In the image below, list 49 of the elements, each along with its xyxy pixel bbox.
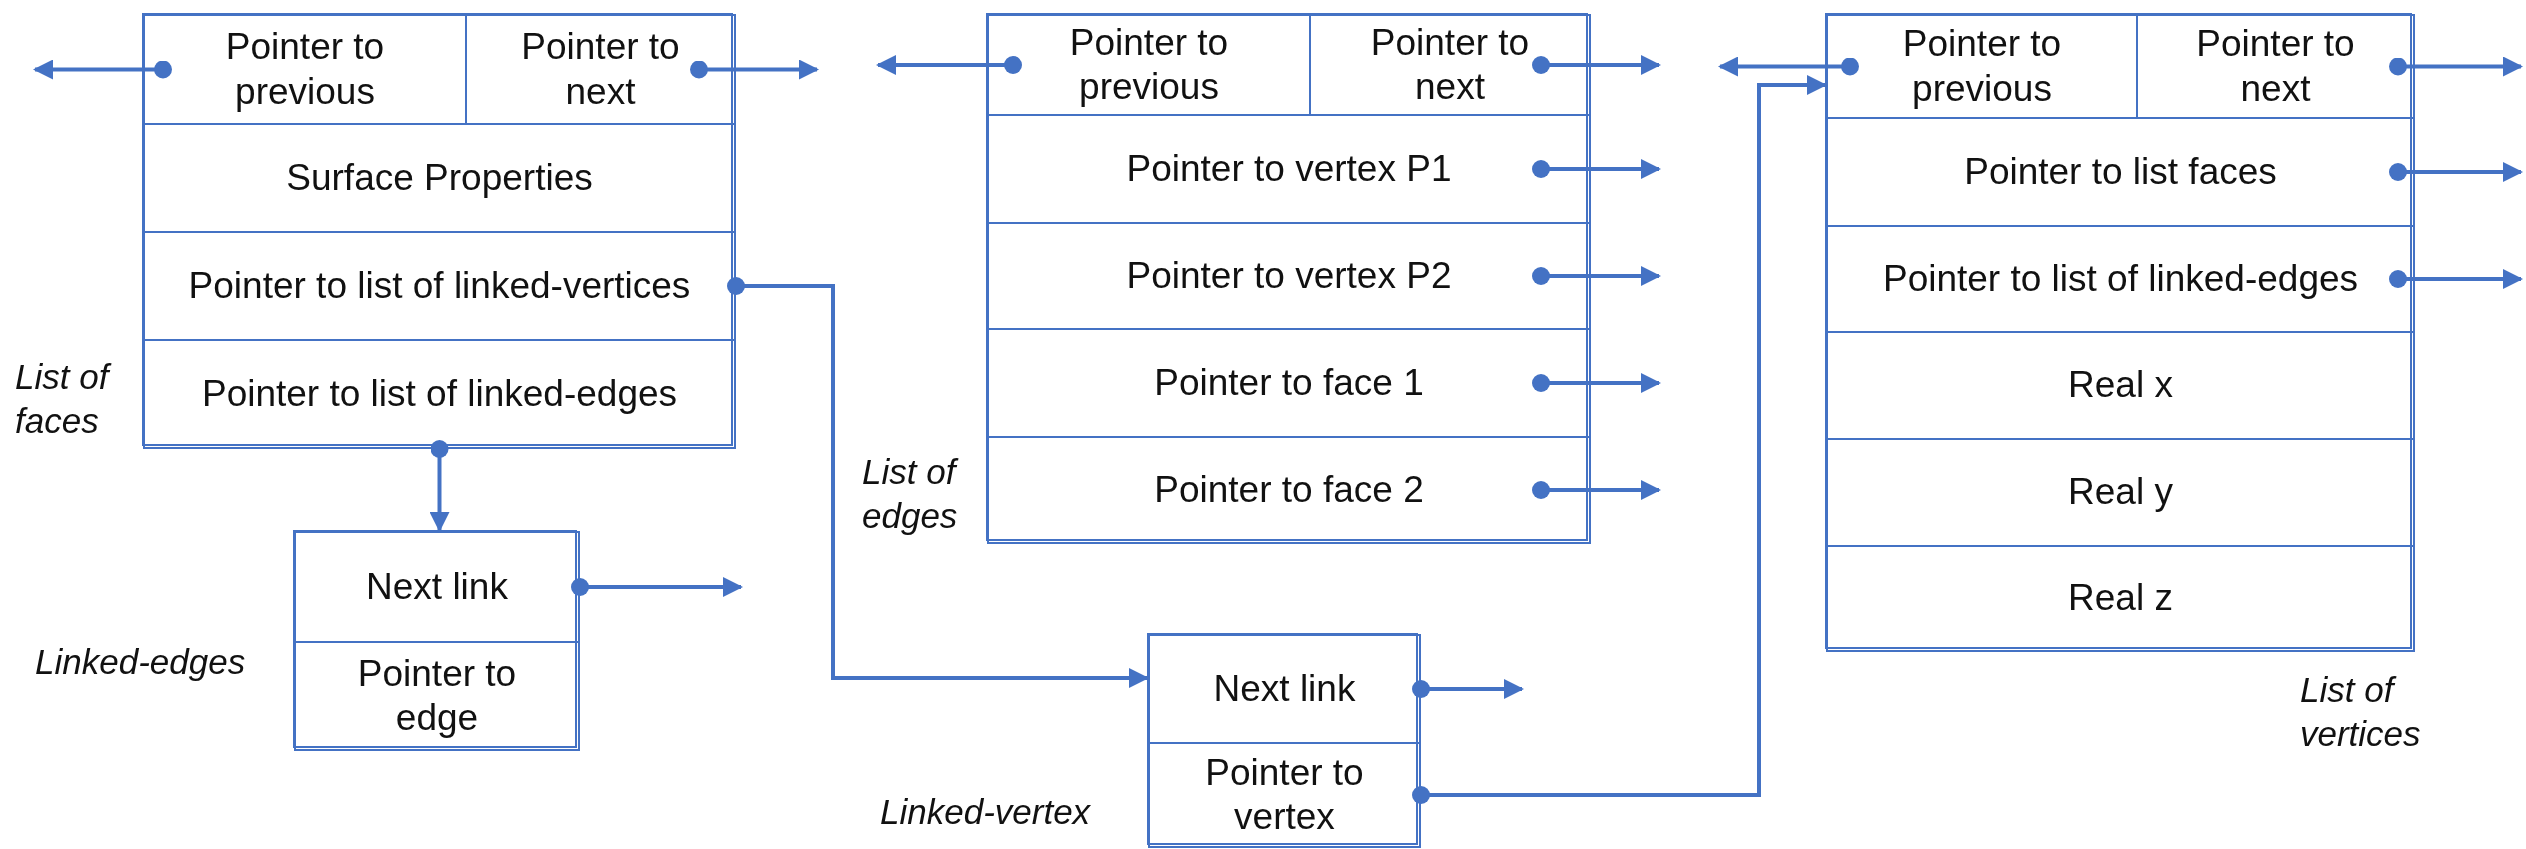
record-box bbox=[293, 530, 577, 748]
pointer-arrow bbox=[429, 440, 450, 532]
record-caption: List of vertices bbox=[2300, 669, 2422, 755]
pointer-arrow bbox=[1412, 75, 1827, 804]
record-box bbox=[1147, 633, 1418, 845]
pointer-arrow bbox=[1718, 56, 1859, 77]
pointer-arrow bbox=[2389, 269, 2523, 289]
record-field: Pointer to vertex P1 bbox=[987, 114, 1591, 224]
record-field: Pointer to vertex P2 bbox=[987, 222, 1591, 330]
record-box bbox=[986, 13, 1588, 541]
pointer-arrow bbox=[1532, 266, 1661, 286]
record-field: Pointer to previous bbox=[143, 14, 467, 125]
record-field: Pointer to list of linked-vertices bbox=[143, 231, 736, 341]
record-field: Pointer to list of linked-edges bbox=[143, 339, 736, 449]
pointer-arrow bbox=[2389, 56, 2523, 77]
record-field: Pointer to list faces bbox=[1826, 117, 2415, 227]
pointer-arrow bbox=[2389, 162, 2523, 182]
record-field: Pointer to next bbox=[465, 14, 736, 125]
record-caption: Linked-edges bbox=[35, 641, 247, 683]
record-box bbox=[142, 13, 733, 446]
record-field: Surface Properties bbox=[143, 123, 736, 233]
record-field: Pointer to next bbox=[1309, 14, 1591, 116]
pointer-arrow bbox=[1412, 679, 1524, 699]
pointer-arrow bbox=[1532, 55, 1661, 75]
record-caption: List of faces bbox=[15, 355, 145, 443]
record-field: Pointer to face 1 bbox=[987, 328, 1591, 438]
pointer-arrow bbox=[690, 59, 819, 80]
record-field: Real x bbox=[1826, 331, 2415, 440]
record-field: Pointer to list of linked-edges bbox=[1826, 225, 2415, 333]
pointer-arrow bbox=[33, 59, 172, 80]
pointer-arrow bbox=[571, 577, 743, 597]
record-caption: List of edges bbox=[862, 451, 960, 537]
record-field: Pointer to next bbox=[2136, 14, 2415, 119]
record-box bbox=[1825, 13, 2412, 649]
record-field: Pointer to vertex bbox=[1148, 742, 1421, 848]
record-field: Pointer to face 2 bbox=[987, 436, 1591, 544]
record-field: Next link bbox=[294, 531, 580, 643]
pointer-arrow bbox=[1532, 373, 1661, 393]
pointer-arrow bbox=[1532, 480, 1661, 500]
record-field: Next link bbox=[1148, 634, 1421, 744]
record-field: Pointer to previous bbox=[1826, 14, 2138, 119]
record-field: Real z bbox=[1826, 545, 2415, 652]
record-field: Pointer to previous bbox=[987, 14, 1311, 116]
pointer-arrow bbox=[876, 55, 1022, 75]
pointer-arrow bbox=[727, 277, 1149, 688]
record-caption: Linked-vertex bbox=[880, 791, 1092, 833]
record-field: Pointer to edge bbox=[294, 641, 580, 751]
pointer-arrow bbox=[1532, 159, 1661, 179]
record-field: Real y bbox=[1826, 438, 2415, 547]
